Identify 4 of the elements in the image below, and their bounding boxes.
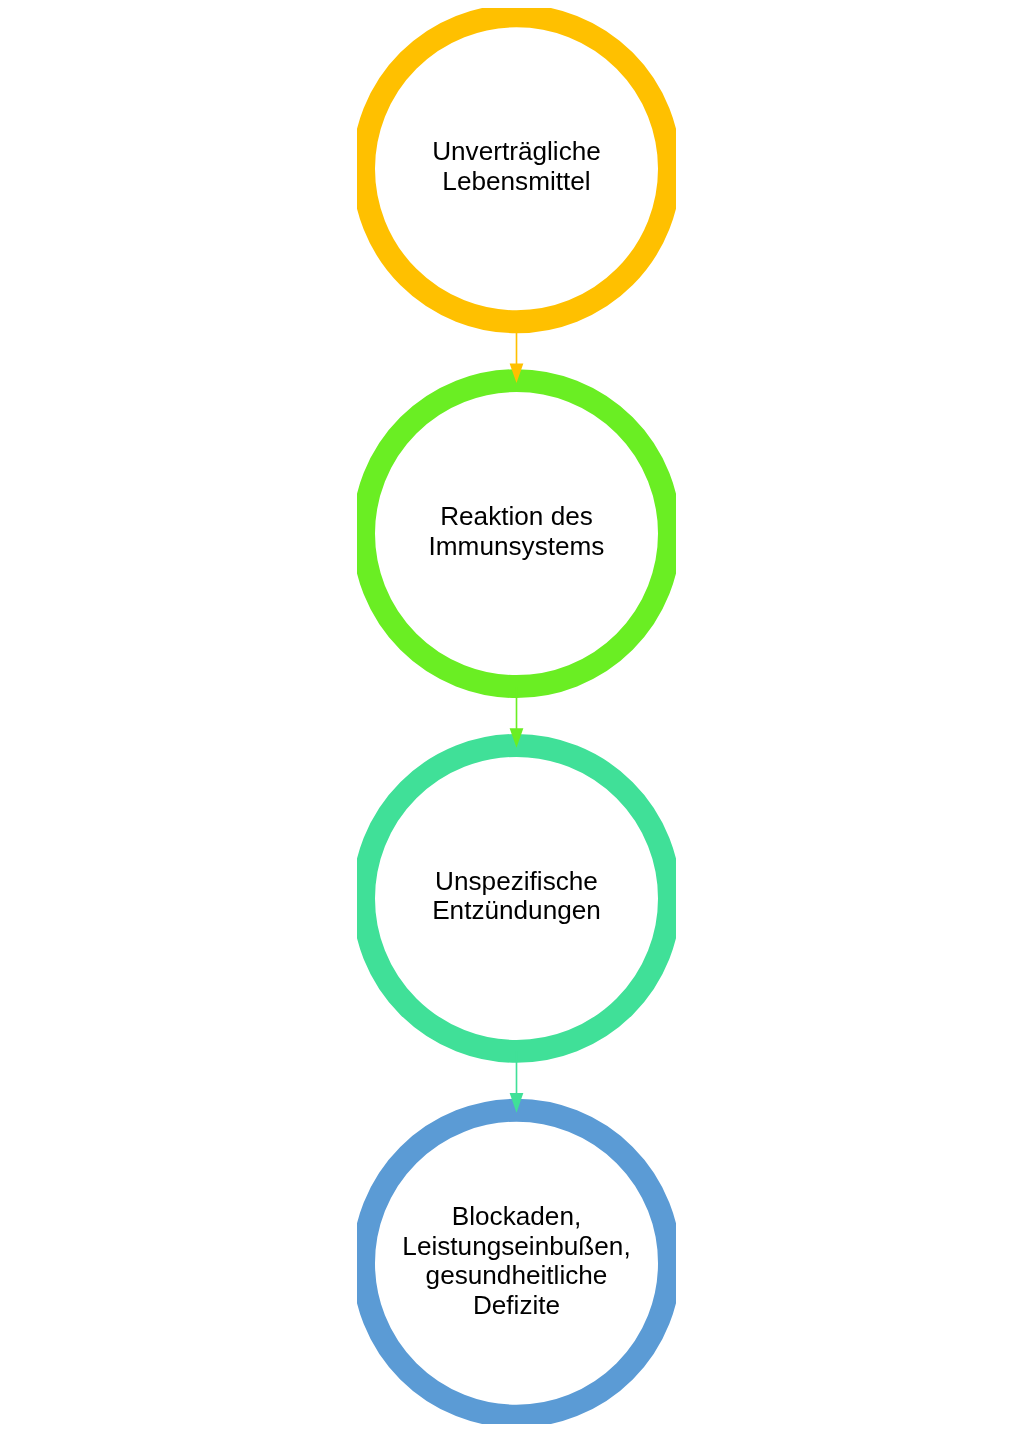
node-circle: Blockaden, Leistungseinbußen, gesundheitliche Defizite	[356, 1098, 676, 1424]
node-circle: Unspezifische Entzündungen	[356, 734, 676, 1063]
node-circle: Unverträgliche Lebensmittel	[356, 8, 676, 334]
node-circle: Reaktion des Immunsystems	[356, 369, 676, 698]
